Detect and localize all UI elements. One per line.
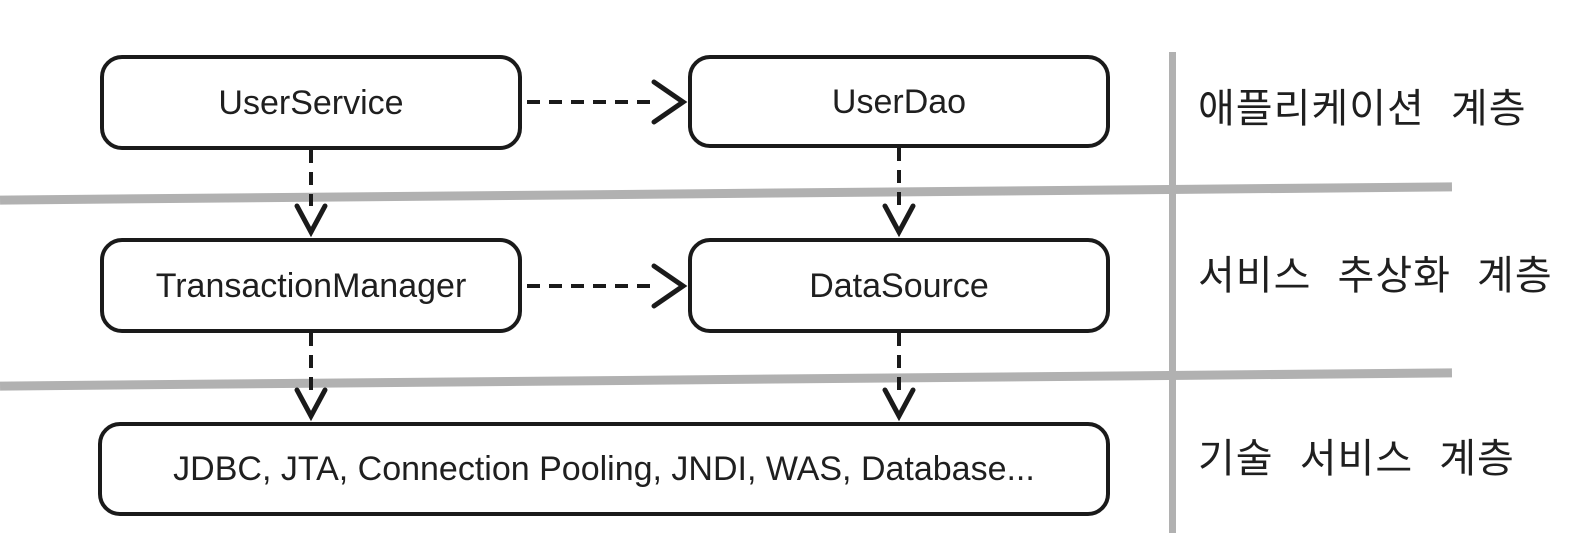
node-tech-services: JDBC, JTA, Connection Pooling, JNDI, WAS… [98, 422, 1110, 516]
node-tech-services-label: JDBC, JTA, Connection Pooling, JNDI, WAS… [173, 450, 1035, 488]
arrow-userdao-to-datasource [882, 148, 916, 238]
arrow-userservice-to-userdao [527, 79, 688, 125]
arrow-datasource-to-techservices [882, 333, 916, 422]
node-transaction-manager-label: TransactionManager [155, 266, 467, 305]
node-user-dao: UserDao [688, 55, 1110, 148]
node-user-dao-label: UserDao [831, 82, 967, 121]
node-data-source: DataSource [688, 238, 1110, 333]
layer-label-technical-services: 기술 서비스 계층 [1198, 437, 1515, 481]
node-transaction-manager: TransactionManager [100, 238, 522, 333]
label-divider-line [1169, 52, 1176, 533]
layer-label-service-abstraction: 서비스 추상화 계층 [1198, 254, 1553, 298]
arrow-transactionmanager-to-techservices [294, 333, 328, 422]
arrow-userservice-to-transactionmanager [294, 150, 328, 238]
layer-label-application: 애플리케이션 계층 [1198, 87, 1527, 131]
arrow-transactionmanager-to-datasource [527, 263, 688, 309]
node-data-source-label: DataSource [809, 266, 989, 305]
node-user-service-label: UserService [218, 83, 404, 122]
node-user-service: UserService [100, 55, 522, 150]
